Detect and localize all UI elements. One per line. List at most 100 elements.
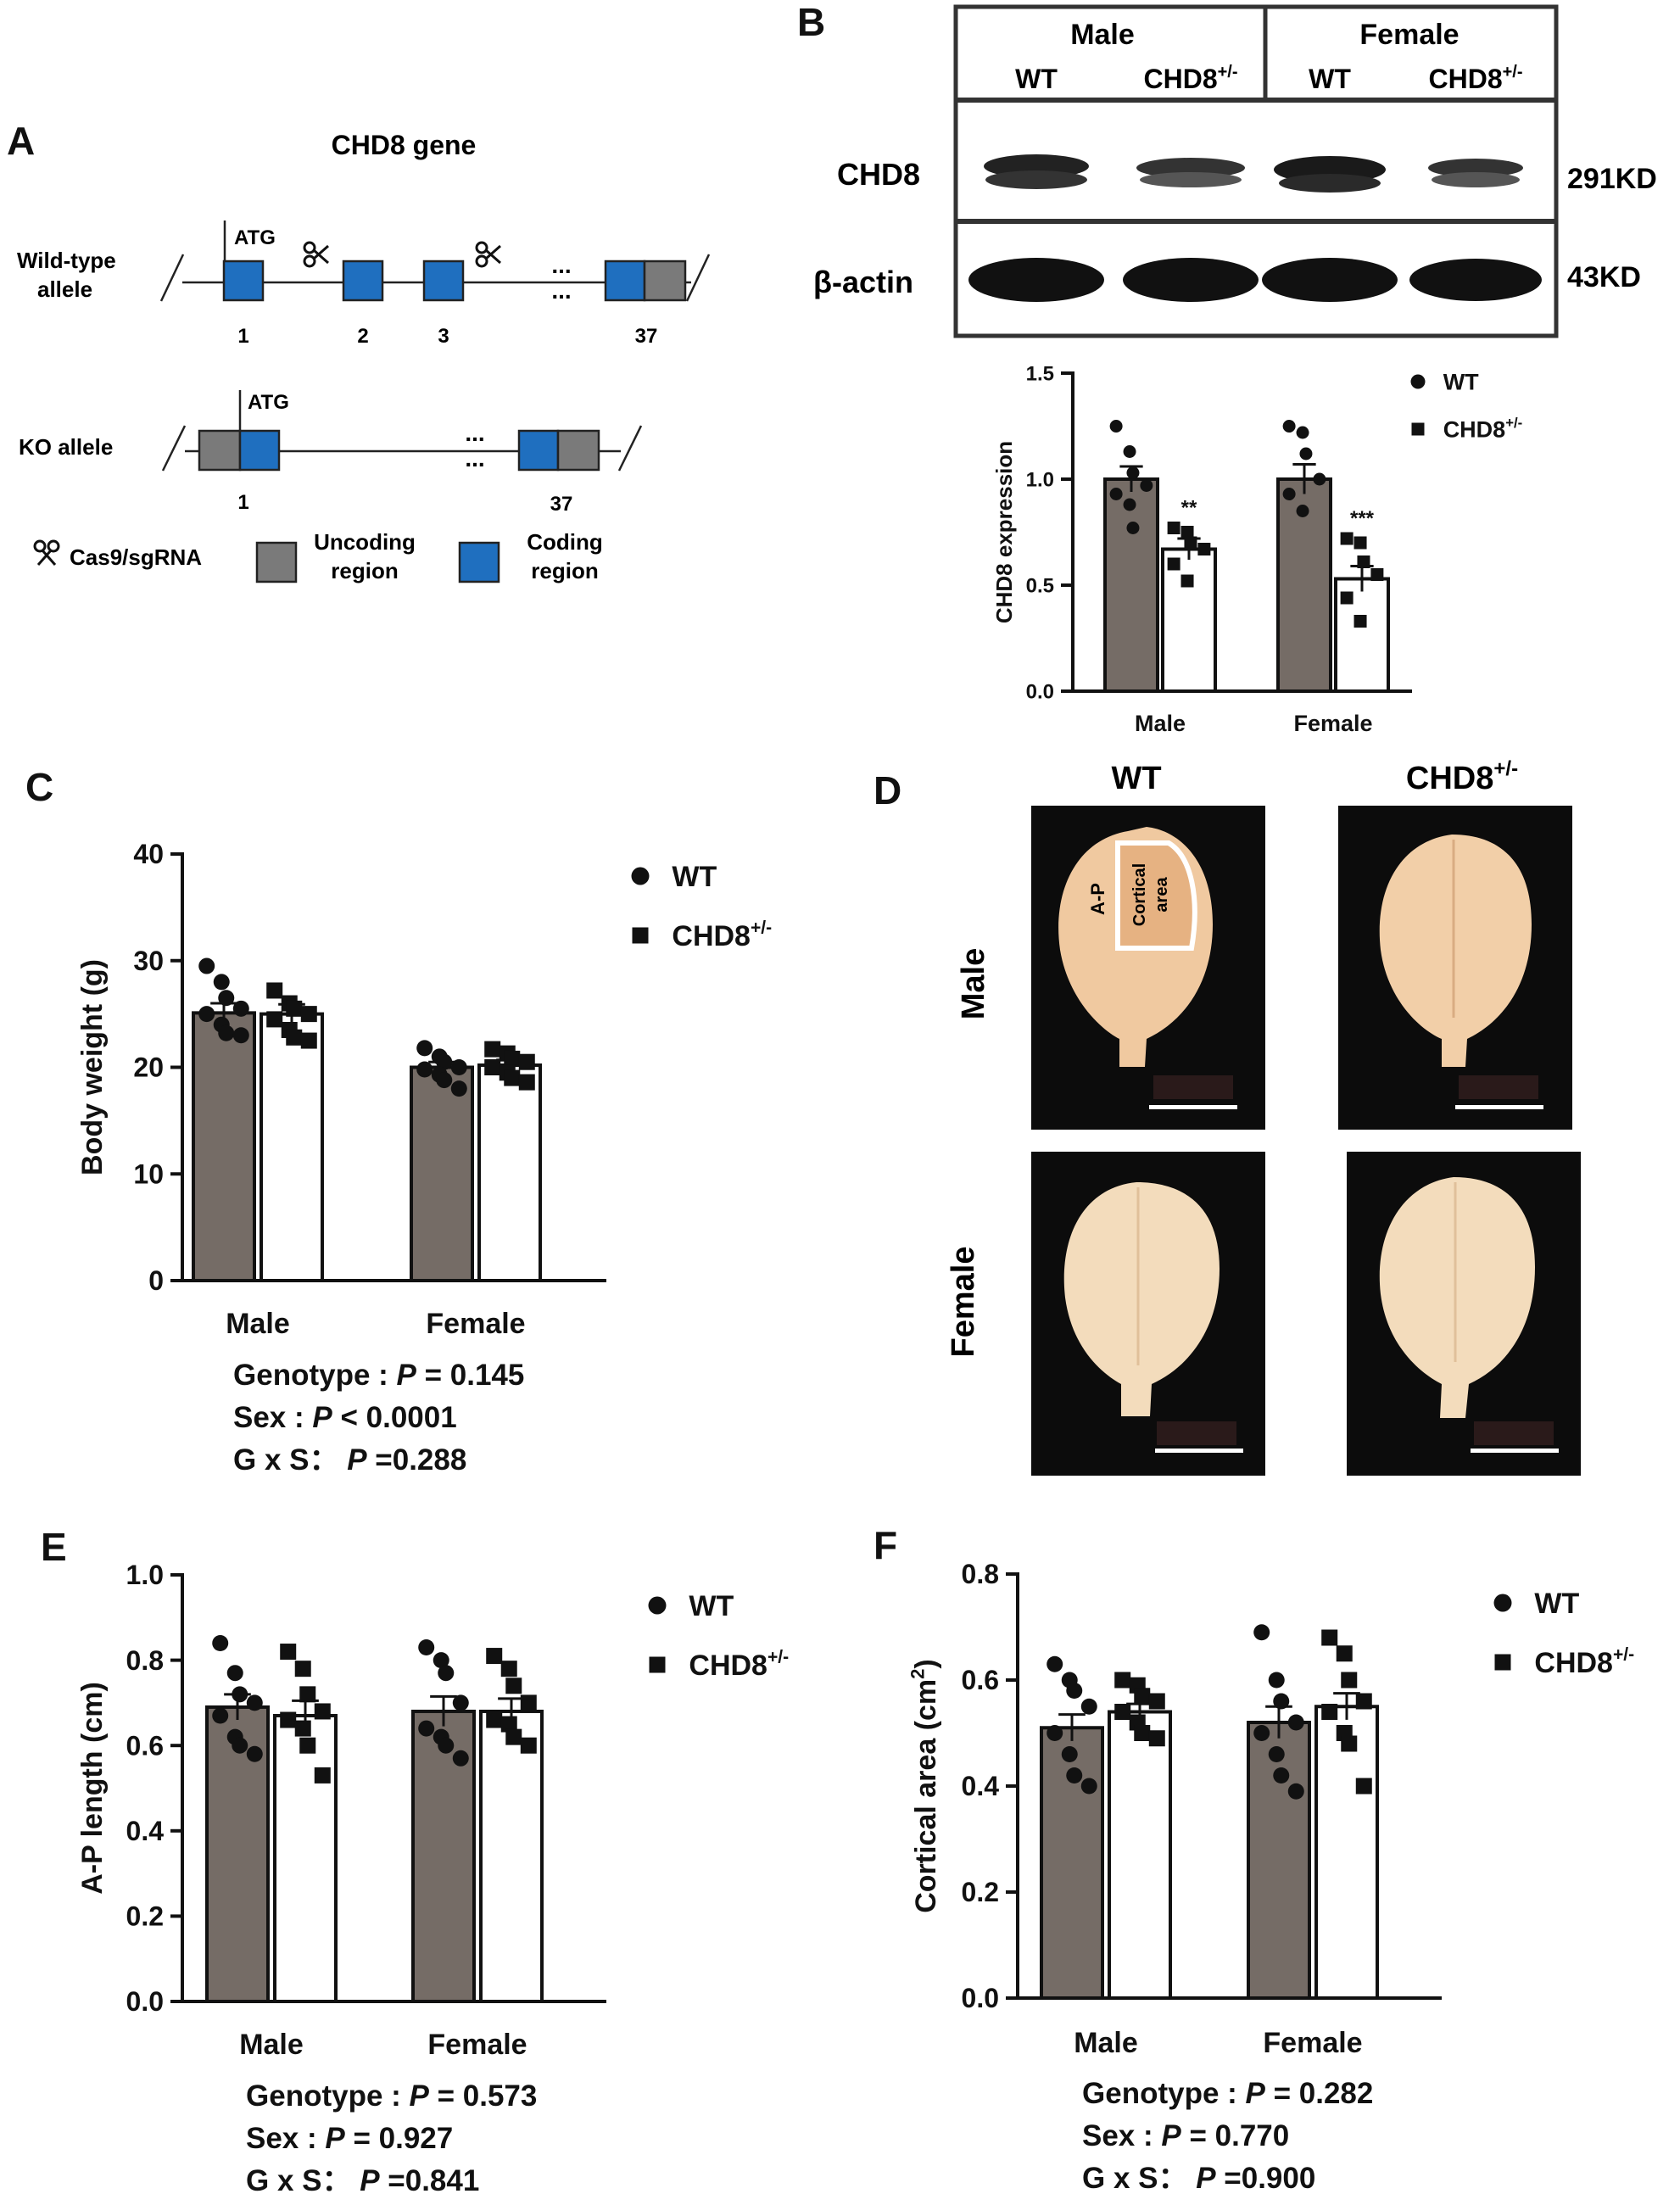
chart-f-point-wt [1253, 1725, 1270, 1741]
ko-right-break [617, 425, 643, 472]
chart-b-point-wt [1140, 479, 1153, 492]
chart-f-point-wt [1273, 1767, 1290, 1784]
chart-e-legend-wt-label: WT [689, 1590, 734, 1622]
chart-f-point-ko [1355, 1778, 1372, 1795]
chart-e-point-ko [486, 1648, 503, 1665]
chart-b-bar-ko [1161, 547, 1217, 693]
scale-bar [1471, 1449, 1559, 1453]
chart-f-point-wt [1066, 1683, 1083, 1699]
chart-f-stats-term: Genotype : [1082, 2077, 1246, 2110]
wt-ellipsis-bottom: ... [551, 277, 571, 304]
chart-f-legend-ko-marker [1494, 1654, 1511, 1671]
chart-f-y-tick-label: 0.8 [962, 1559, 999, 1589]
chart-e-point-wt [232, 1737, 248, 1754]
chart-b-point-ko [1370, 568, 1384, 581]
chart-e-point-ko [299, 1686, 316, 1703]
chart-f-legend-wt-label: WT [1534, 1588, 1579, 1620]
chart-c-bar-ko [260, 1012, 324, 1282]
panel-a-title: CHD8 gene [332, 130, 477, 160]
chart-b-point-ko [1180, 574, 1194, 588]
chart-f-category-label: Female [1263, 2027, 1362, 2059]
scissors-icon [475, 241, 501, 268]
chart-f-stats-p: P [1196, 2162, 1216, 2195]
chart-c-point-ko [504, 1069, 521, 1086]
chart-e-point-ko [294, 1720, 311, 1737]
chart-e-y-tick-label: 0.4 [126, 1816, 165, 1846]
scale-label-box [1153, 1075, 1233, 1099]
chart-e-legend-ko-sup: +/- [767, 1648, 789, 1667]
band-chd8-wt-female [1279, 174, 1381, 193]
chart-c-point-wt [232, 1027, 249, 1044]
blot-header-divider [956, 98, 1556, 103]
chart-c-point-ko [286, 1000, 303, 1017]
chart-b-significance-label: ** [1181, 497, 1197, 520]
photo-col-ko: CHD8+/- [1406, 757, 1518, 796]
chart-b-point-wt [1126, 522, 1140, 534]
brain-female-ko [1379, 1177, 1535, 1418]
chart-f-y-tick-label: 0.6 [962, 1665, 999, 1695]
chart-e-point-ko [505, 1728, 522, 1745]
wt-exon-num-2: 2 [357, 325, 368, 348]
wt-exon-num-1: 1 [237, 325, 248, 348]
chart-b-point-wt [1299, 447, 1313, 461]
chart-c-point-ko [300, 1006, 317, 1023]
chart-f-stats-term: Sex : [1082, 2119, 1161, 2152]
chart-b-y-tick-label: 0.0 [1026, 680, 1054, 703]
wt-allele-label-line2: allele [37, 276, 92, 302]
chart-e-y-tick-label: 1.0 [126, 1560, 164, 1590]
legend-uncoding-swatch [255, 541, 298, 583]
chart-f-y-axis-label-tail: ) [910, 1659, 942, 1668]
chart-f-point-ko [1148, 1693, 1165, 1710]
wt-ellipsis-top: ... [551, 252, 571, 278]
wt-exon-37-coding [604, 260, 646, 302]
chart-b-point-ko [1340, 532, 1353, 545]
chart-b-category-label: Female [1293, 711, 1372, 736]
chart-b-point-ko [1357, 555, 1370, 568]
chart-e-stats-p: P [360, 2164, 380, 2197]
chart-c-point-ko [518, 1053, 535, 1070]
photo-col-ko-sup: +/- [1493, 757, 1518, 780]
blot-row-chd8: CHD8 [837, 157, 920, 192]
chart-e-stats-value: = 0.927 [345, 2122, 453, 2155]
chart-c-y-axis-label-main: Body weight (g) [76, 959, 109, 1175]
chart-b-category-label: Male [1135, 711, 1186, 736]
chart-b-y-tick-label: 1.0 [1026, 468, 1054, 491]
ko-exon-1-coding [238, 429, 281, 472]
chart-e-point-ko [505, 1677, 522, 1694]
band-actin-wt-female [1262, 258, 1398, 302]
chart-b-significance-label: *** [1350, 507, 1375, 530]
annot-cortical-line1: Cortical [1130, 863, 1149, 926]
chart-e-category-label: Male [239, 2029, 304, 2061]
chart-f-point-ko [1114, 1704, 1131, 1720]
chart-c-point-wt [218, 1024, 235, 1041]
chart-e-point-ko [314, 1767, 331, 1784]
chart-e-y-tick-label: 0.0 [126, 1986, 164, 2017]
blot-lane-ko-male-main: CHD8 [1143, 64, 1217, 94]
chart-c-stats-value: < 0.0001 [332, 1401, 457, 1434]
chart-e-legend-ko-marker [649, 1656, 666, 1673]
blot-lane-ko-female-sup: +/- [1503, 63, 1523, 81]
chart-e-category-label: Female [427, 2029, 527, 2061]
panel-label-e: E [41, 1525, 67, 1569]
chart-b-point-wt [1282, 420, 1296, 433]
band-chd8-ko-male [1140, 172, 1242, 187]
chart-f-stats-p: P [1246, 2077, 1266, 2110]
ko-exon-1-uncoding [198, 429, 242, 472]
chart-e-point-wt [433, 1652, 449, 1669]
annot-cortical-line2: area [1153, 877, 1171, 913]
chart-e-point-wt [246, 1745, 263, 1762]
chart-c-legend-ko-label: CHD8+/- [672, 918, 772, 952]
chart-b-point-ko [1340, 591, 1353, 605]
chart-f-stats-value: =0.900 [1216, 2162, 1316, 2195]
chart-f-point-ko [1148, 1730, 1165, 1747]
chart-f-y-axis-label-main: Cortical area (cm [910, 1679, 942, 1913]
blot-lane-ko-female: CHD8+/- [1428, 63, 1522, 94]
blot-size-actin: 43KD [1567, 261, 1641, 293]
chart-f-point-wt [1287, 1783, 1304, 1800]
chart-e-point-wt [212, 1707, 229, 1724]
chart-f-y-tick-label: 0.0 [962, 1983, 999, 2013]
scale-label-box [1474, 1421, 1554, 1445]
chart-c-bar-ko [477, 1063, 542, 1282]
chart-c-point-wt [416, 1061, 433, 1078]
